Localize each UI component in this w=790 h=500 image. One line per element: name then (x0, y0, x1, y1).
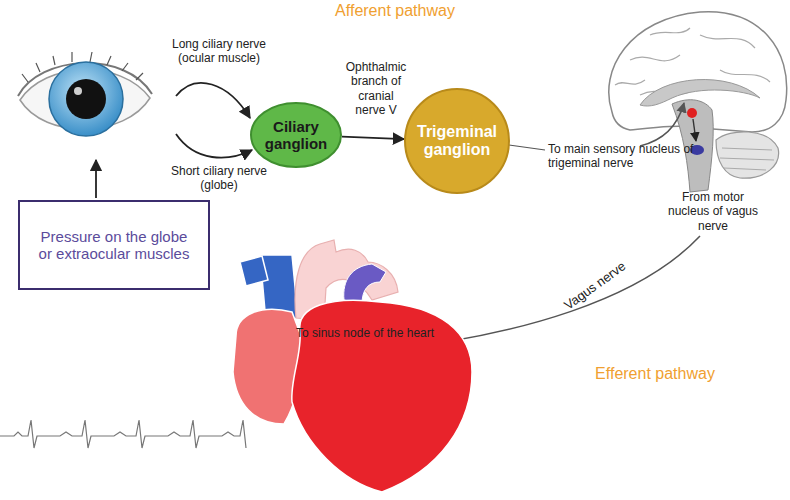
pathway-note: To sinus node of the heart (296, 326, 456, 340)
sensory-nucleus-arrow (640, 103, 684, 146)
trigeminal-sensory-nucleus (687, 108, 697, 118)
connectors (342, 137, 404, 139)
section-heading: Efferent pathway (570, 364, 740, 383)
brain-illustration (609, 12, 787, 192)
ganglion-circle-fill (405, 89, 509, 193)
node-text: Trigeminal ganglion (412, 123, 502, 160)
trigeminal-root-line (509, 145, 545, 150)
heart-illustration (233, 240, 472, 492)
ganglion-ellipse-fill (251, 103, 341, 167)
node-text: Pressure on the globe or extraocular mus… (32, 228, 196, 263)
ganglion-ellipse: Ciliary ganglion (250, 102, 342, 168)
section-heading: Afferent pathway (300, 1, 490, 20)
ecg-trace (0, 420, 246, 448)
stimulus-box-fill (19, 201, 209, 289)
ganglion-circle: Trigeminal ganglion (404, 88, 510, 194)
nerve-label: Vagus nerve (546, 247, 644, 324)
node-text-group: Trigeminal ganglion (404, 88, 510, 194)
pupil (66, 79, 106, 119)
pulmonary-artery (344, 264, 386, 304)
nerve-label: Short ciliary nerve (globe) (166, 164, 272, 193)
brachiocephalic-vein (240, 256, 268, 286)
node-text-group: Ciliary ganglion (250, 102, 342, 168)
eye-highlight (74, 87, 82, 95)
connector-label: Ophthalmic branch of cranial nerve V (344, 60, 408, 118)
nerve-label: Long ciliary nerve (ocular muscle) (166, 37, 272, 66)
long-ciliary-nerve-arrow (176, 83, 250, 118)
node-text: Ciliary ganglion (262, 118, 330, 153)
cerebellum (716, 132, 779, 178)
ventricles (292, 300, 472, 492)
iris (49, 62, 123, 136)
cerebellum-folia (720, 148, 774, 170)
nerve-connector (342, 137, 404, 139)
nucleus-connection-arrow (693, 119, 696, 141)
eye-illustration (18, 52, 152, 136)
stimulus-box: Pressure on the globe or extraocular mus… (18, 200, 210, 290)
short-ciliary-nerve-arrow (176, 134, 252, 158)
pathway-note: From motor nucleus of vagus nerve (660, 190, 766, 233)
pathway-note: To main sensory nucleus of trigeminal ne… (548, 142, 698, 171)
pressure-arrow (95, 160, 97, 198)
node-text-group: Pressure on the globe or extraocular mus… (18, 200, 210, 290)
